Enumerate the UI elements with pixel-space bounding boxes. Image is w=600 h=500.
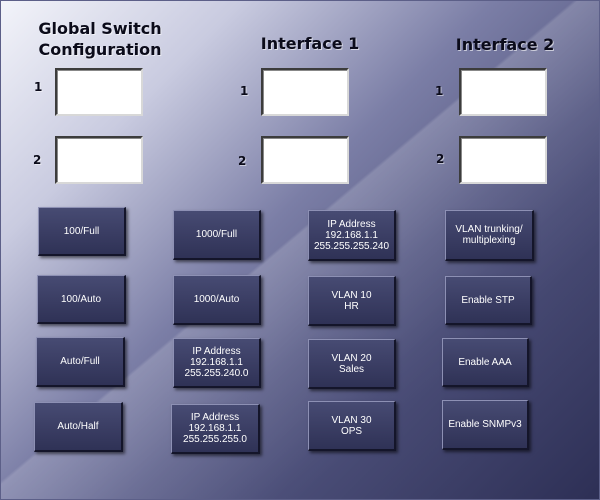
option-enable-snmpv3[interactable]: Enable SNMPv3 [442, 400, 529, 450]
drop-target-if2-1[interactable] [459, 68, 547, 116]
slot-number-if2-1: 1 [435, 84, 444, 98]
header-interface-1: Interface 1 [260, 34, 360, 53]
header-global-switch-configuration: Global Switch Configuration [38, 19, 162, 59]
drop-target-if1-1[interactable] [261, 68, 349, 116]
option-vlan-trunking[interactable]: VLAN trunking/ multiplexing [445, 210, 534, 261]
option-ip-255-255-240-0[interactable]: IP Address 192.168.1.1 255.255.240.0 [173, 338, 261, 388]
slot-number-global-1: 1 [34, 80, 43, 94]
drop-target-if1-2[interactable] [261, 136, 349, 184]
slot-number-if2-2: 2 [436, 152, 445, 166]
slot-number-if1-2: 2 [238, 154, 247, 168]
option-enable-aaa[interactable]: Enable AAA [442, 338, 529, 387]
option-ip-255-255-255-0[interactable]: IP Address 192.168.1.1 255.255.255.0 [171, 404, 260, 454]
option-1000-auto[interactable]: 1000/Auto [173, 275, 261, 325]
drop-target-global-1[interactable] [55, 68, 143, 116]
header-interface-2: Interface 2 [455, 35, 555, 54]
option-ip-255-255-255-240[interactable]: IP Address 192.168.1.1 255.255.255.240 [308, 210, 396, 261]
option-vlan-30-ops[interactable]: VLAN 30 OPS [308, 401, 396, 451]
option-1000-full[interactable]: 1000/Full [173, 210, 261, 260]
drop-target-global-2[interactable] [55, 136, 143, 184]
option-vlan-10-hr[interactable]: VLAN 10 HR [308, 276, 396, 326]
slot-number-if1-1: 1 [240, 84, 249, 98]
option-auto-half[interactable]: Auto/Half [34, 402, 123, 452]
option-100-full[interactable]: 100/Full [38, 207, 126, 256]
option-vlan-20-sales[interactable]: VLAN 20 Sales [308, 339, 396, 389]
slot-number-global-2: 2 [33, 153, 42, 167]
option-auto-full[interactable]: Auto/Full [36, 337, 125, 387]
drop-target-if2-2[interactable] [459, 136, 547, 184]
option-100-auto[interactable]: 100/Auto [37, 275, 126, 324]
option-enable-stp[interactable]: Enable STP [445, 276, 532, 325]
